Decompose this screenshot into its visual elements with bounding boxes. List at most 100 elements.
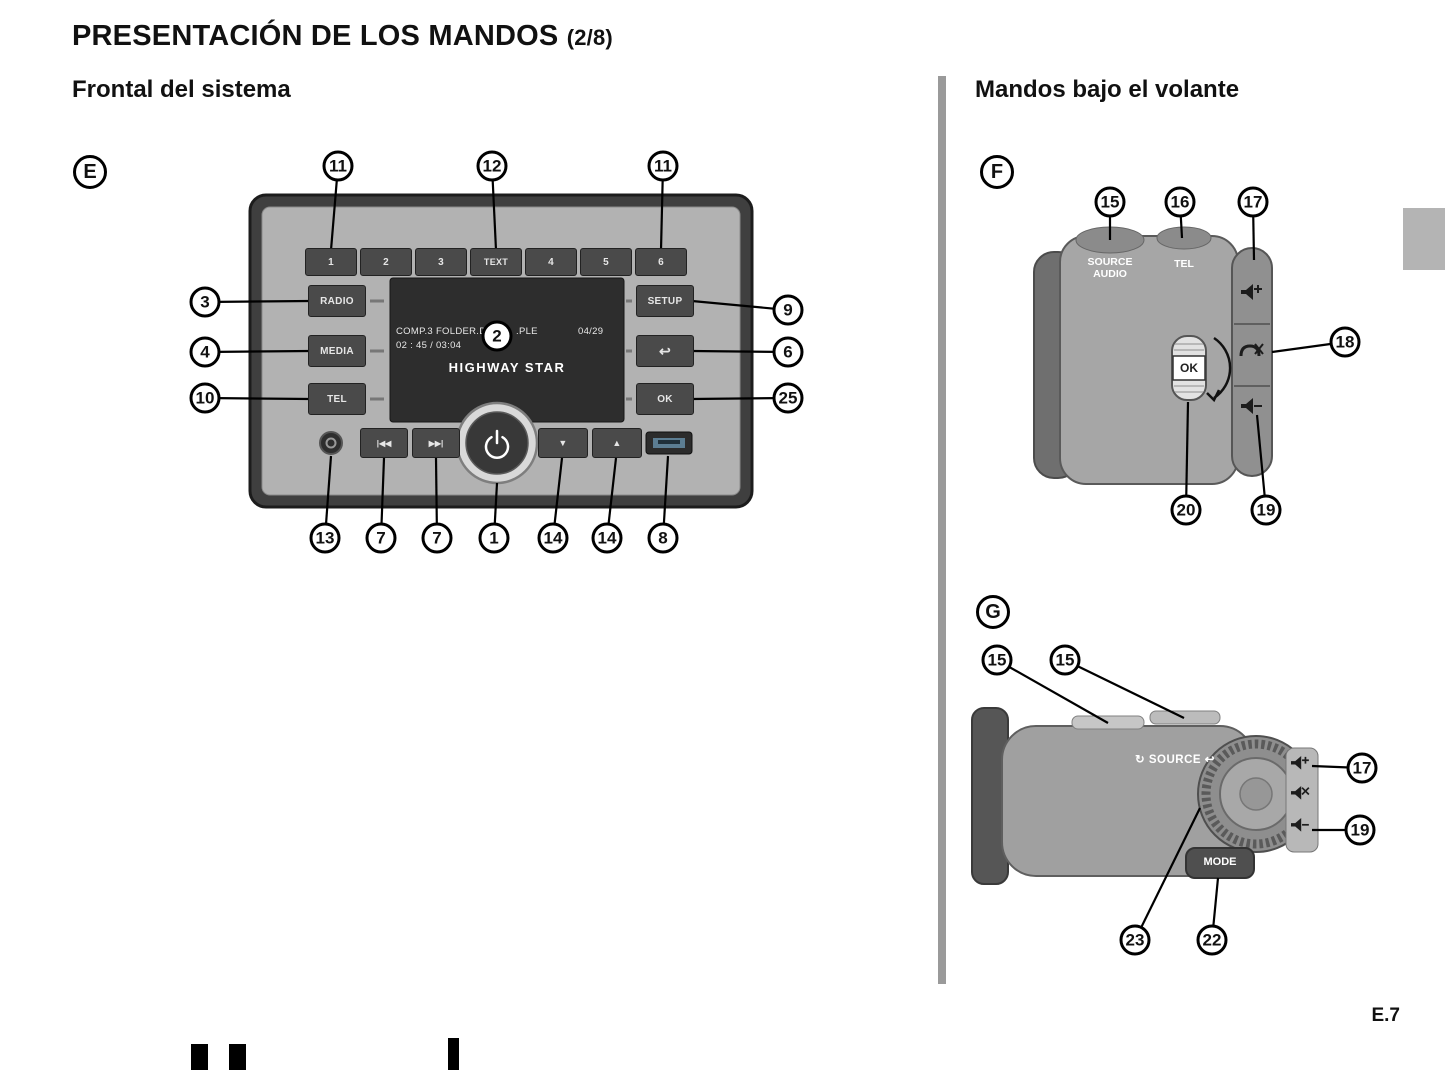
display-song-title: HIGHWAY STAR — [448, 360, 566, 375]
page-edge-tab — [1403, 208, 1445, 270]
left-section-heading: Frontal del sistema — [72, 76, 291, 103]
mute-icon — [1291, 786, 1310, 800]
source-label-line2: AUDIO — [1093, 268, 1127, 280]
diagram-f-badge: F — [980, 155, 1014, 189]
callout-25: 25 — [772, 382, 804, 414]
satellite-body — [1033, 226, 1273, 485]
tel-key — [1156, 226, 1212, 250]
callout-11-right: 11 — [647, 150, 679, 182]
callout-7-left: 7 — [365, 522, 397, 554]
callout-19-f: 19 — [1250, 494, 1282, 526]
callout-9: 9 — [772, 294, 804, 326]
callout-18: 18 — [1329, 326, 1361, 358]
registration-mark — [448, 1038, 459, 1070]
media-button: MEDIA — [308, 335, 366, 367]
callout-20: 20 — [1170, 494, 1202, 526]
previous-track-button: |◀◀ — [360, 428, 408, 458]
volume-down-icon — [1291, 818, 1309, 832]
callout-14-left: 14 — [537, 522, 569, 554]
callout-14-right: 14 — [591, 522, 623, 554]
down-arrow-button: ▼ — [538, 428, 588, 458]
callout-23: 23 — [1119, 924, 1151, 956]
diagram-e-front-panel: 1 2 3 TEXT 4 5 6 RADIO MEDIA TEL SETUP ↩… — [180, 140, 830, 570]
callout-10: 10 — [189, 382, 221, 414]
volume-down-icon — [1241, 398, 1262, 414]
ok-wheel-face — [1172, 355, 1206, 381]
source-text: SOURCE — [1148, 754, 1202, 766]
stalk-paddle-right — [1149, 710, 1221, 725]
panel-tick-marks — [370, 299, 632, 401]
callout-15-g-left: 15 — [981, 644, 1013, 676]
tel-button: TEL — [308, 383, 366, 415]
callout-17-f: 17 — [1237, 186, 1269, 218]
preset-button-3: 3 — [415, 248, 467, 276]
page-title-text: PRESENTACIÓN DE LOS MANDOS — [72, 20, 559, 52]
callout-15-f: 15 — [1094, 186, 1126, 218]
source-stalk-label: ↻ SOURCE ↩ — [1100, 752, 1250, 766]
display-track-counter: 04/29 — [578, 326, 604, 337]
volume-rocker-strip — [1231, 247, 1273, 477]
next-track-button: ▶▶| — [412, 428, 460, 458]
callout-3: 3 — [189, 286, 221, 318]
text-button: TEXT — [470, 248, 522, 276]
callout-16: 16 — [1164, 186, 1196, 218]
callout-4: 4 — [189, 336, 221, 368]
scroll-wheel — [1171, 335, 1232, 403]
diagram-g-badge: G — [976, 595, 1010, 629]
preset-button-1: 1 — [305, 248, 357, 276]
callout-17-g: 17 — [1346, 752, 1378, 784]
callout-11-left: 11 — [322, 150, 354, 182]
callout-13: 13 — [309, 522, 341, 554]
power-knob — [455, 401, 539, 485]
diagram-f-column-control: SOURCE AUDIO TEL OK 15 16 17 18 20 19 — [960, 140, 1390, 570]
diagram-e-badge: E — [73, 155, 107, 189]
callout-2: 2 — [481, 320, 513, 352]
loop-arrow-icon: ↻ — [1135, 754, 1146, 766]
tel-label: TEL — [1174, 258, 1194, 270]
volume-button-panel — [1285, 747, 1319, 853]
usb-port-icon — [645, 431, 693, 455]
callout-1: 1 — [478, 522, 510, 554]
display-file-text: .PLE — [516, 326, 538, 337]
record-button-icon — [319, 431, 343, 455]
callout-15-g-right: 15 — [1049, 644, 1081, 676]
page-number: E.7 — [1371, 1005, 1400, 1026]
source-audio-label: SOURCE AUDIO — [1065, 256, 1155, 280]
phone-mute-icon — [1239, 343, 1264, 357]
right-section-heading: Mandos bajo el volante — [975, 76, 1240, 103]
stalk-body — [971, 707, 1255, 885]
preset-button-2: 2 — [360, 248, 412, 276]
ok-button: OK — [636, 383, 694, 415]
end-knob — [1197, 735, 1315, 853]
registration-mark — [229, 1044, 246, 1070]
back-button: ↩ — [636, 335, 694, 367]
column-divider — [938, 76, 946, 984]
preset-button-6: 6 — [635, 248, 687, 276]
display-time-text: 02 : 45 / 03:04 — [396, 340, 462, 351]
diagram-f-artwork — [1033, 201, 1346, 511]
ok-wheel-label: OK — [1180, 361, 1198, 375]
preset-button-4: 4 — [525, 248, 577, 276]
mode-label: MODE — [1203, 856, 1237, 868]
power-icon — [484, 429, 510, 459]
registration-mark — [191, 1044, 208, 1070]
setup-button: SETUP — [636, 285, 694, 317]
diagram-g-stalk-control: ↻ SOURCE ↩ MODE 15 15 17 19 23 22 — [960, 580, 1390, 1010]
display-folder-text: COMP.3 FOLDER.D — [396, 326, 487, 337]
callout-19-g: 19 — [1344, 814, 1376, 846]
preset-button-5: 5 — [580, 248, 632, 276]
return-arrow-icon: ↩ — [1204, 754, 1215, 766]
mode-key — [1185, 847, 1255, 879]
diagram-g-artwork — [971, 659, 1363, 941]
callout-7-right: 7 — [421, 522, 453, 554]
diagram-e-artwork — [204, 165, 789, 539]
volume-up-icon — [1291, 756, 1309, 770]
leader-lines-g — [996, 659, 1363, 941]
radio-button: RADIO — [308, 285, 366, 317]
rotate-arrow-icon — [1213, 336, 1232, 400]
volume-up-icon — [1241, 284, 1262, 300]
page-title-part: (2/8) — [566, 25, 613, 50]
callout-22: 22 — [1196, 924, 1228, 956]
callout-12: 12 — [476, 150, 508, 182]
